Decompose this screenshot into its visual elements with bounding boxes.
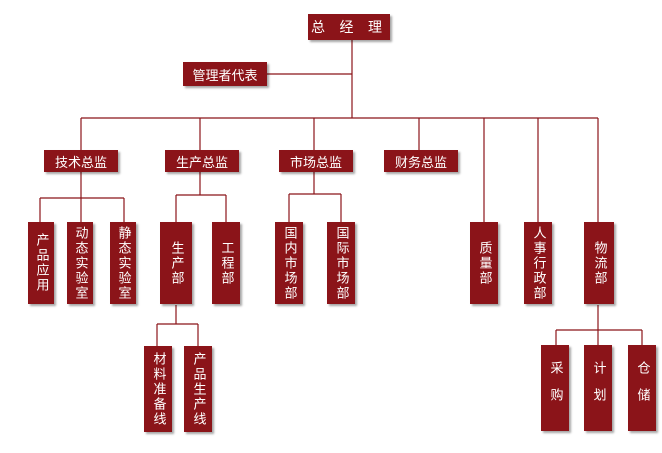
warehouse-label: 仓储 <box>634 361 650 415</box>
prod-line-label: 产品生产线 <box>190 351 206 427</box>
material-prep-box: 材料准备线 <box>144 346 172 432</box>
quality-dept-label: 质量部 <box>476 240 492 286</box>
hr-admin-label: 人事行政部 <box>530 225 546 301</box>
production-dept-box: 生产部 <box>160 222 192 304</box>
quality-dept-box: 质量部 <box>470 222 498 304</box>
planning-label: 计划 <box>590 361 606 415</box>
logistics-box: 物流部 <box>584 222 614 304</box>
engineering-dept-label: 工程部 <box>218 240 234 286</box>
hr-admin-box: 人事行政部 <box>524 222 552 304</box>
material-prep-label: 材料准备线 <box>150 351 166 427</box>
logistics-label: 物流部 <box>591 240 607 286</box>
production-dept-label: 生产部 <box>168 240 184 286</box>
prod-director-label: 生产总监 <box>175 155 228 171</box>
mgmt-rep-box: 管理者代表 <box>183 62 267 86</box>
dynamic-lab-label: 动态实验室 <box>72 225 88 301</box>
domestic-market-label: 国内市场部 <box>281 225 297 301</box>
finance-director-box: 财务总监 <box>384 150 458 172</box>
mgmt-rep-label: 管理者代表 <box>192 68 258 84</box>
intl-market-label: 国际市场部 <box>333 225 349 301</box>
intl-market-box: 国际市场部 <box>327 222 355 304</box>
prod-director-box: 生产总监 <box>165 150 239 172</box>
dynamic-lab-box: 动态实验室 <box>67 222 93 304</box>
planning-box: 计划 <box>584 345 612 431</box>
static-lab-label: 静态实验室 <box>115 225 131 301</box>
product-app-box: 产品应用 <box>28 222 54 304</box>
market-director-label: 市场总监 <box>289 155 342 171</box>
tech-director-box: 技术总监 <box>44 150 118 172</box>
prod-line-box: 产品生产线 <box>184 346 212 432</box>
market-director-box: 市场总监 <box>279 150 353 172</box>
purchasing-label: 采购 <box>547 361 563 415</box>
warehouse-box: 仓储 <box>628 345 656 431</box>
ceo-box: 总 经 理 <box>308 14 390 40</box>
purchasing-box: 采购 <box>541 345 569 431</box>
static-lab-box: 静态实验室 <box>110 222 136 304</box>
domestic-market-box: 国内市场部 <box>275 222 303 304</box>
product-app-label: 产品应用 <box>33 233 49 293</box>
ceo-label: 总 经 理 <box>311 20 387 36</box>
engineering-dept-box: 工程部 <box>212 222 240 304</box>
tech-director-label: 技术总监 <box>54 155 107 171</box>
finance-director-label: 财务总监 <box>394 155 447 171</box>
